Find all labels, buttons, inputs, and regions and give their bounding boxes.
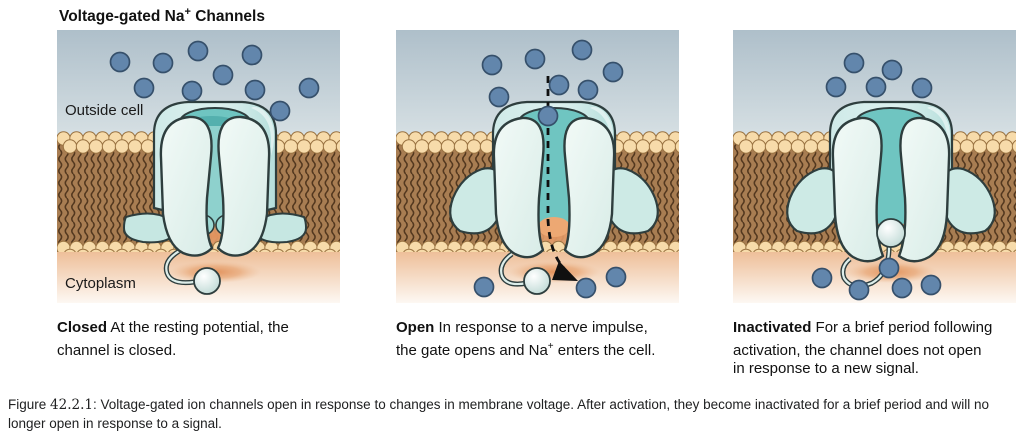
gate-lobe-left: [492, 116, 545, 259]
na-ion: [181, 80, 203, 102]
na-ion: [920, 274, 942, 296]
sodium-ions: [811, 52, 942, 301]
na-ion: [881, 59, 903, 81]
superscript-plus: +: [547, 340, 554, 352]
ion-flow-arrow: [546, 76, 578, 281]
gate-lobe-right: [216, 115, 271, 257]
figure-caption: Figure 42.2.1: Voltage-gated ion channel…: [8, 397, 990, 431]
caption-open: Open In response to a nerve impulse,the …: [396, 319, 656, 359]
na-ion: [241, 44, 263, 66]
na-ion: [843, 52, 865, 74]
na-ion: [575, 277, 597, 299]
open-channel-illustration: [396, 30, 679, 303]
inactivation-ball: [523, 267, 551, 295]
gate-lobe-right: [563, 116, 616, 259]
arrowhead: [552, 261, 578, 281]
na-ion: [473, 276, 495, 298]
na-ion: [152, 52, 174, 74]
inactivation-ball: [193, 267, 221, 295]
na-ion: [244, 79, 266, 101]
superscript-plus: +: [184, 6, 191, 18]
inactivation-ball-plugged: [876, 218, 906, 248]
na-ion: [605, 266, 627, 288]
figure-number: 42.2.1: [50, 397, 93, 413]
na-ion: [187, 40, 209, 62]
chain-tether: [165, 249, 195, 284]
na-ion: [548, 74, 570, 96]
dome-highlight: [251, 106, 275, 156]
gate-lobe-left: [159, 115, 214, 257]
na-ion: [133, 77, 155, 99]
outside-cell-label: Outside cell: [65, 102, 144, 119]
channel-protein-inactivated: [786, 100, 996, 289]
panel-inactivated: [733, 30, 1016, 303]
na-ion: [537, 105, 559, 127]
na-ion: [602, 61, 624, 83]
na-ion: [212, 64, 234, 86]
inactivated-channel-illustration: [733, 30, 1016, 303]
na-ion: [524, 48, 546, 70]
na-ion: [825, 76, 847, 98]
gate-lobe-left: [831, 116, 885, 263]
caption-inactivated-label: Inactivated: [733, 319, 812, 336]
na-ion: [865, 76, 887, 98]
sodium-ions: [473, 39, 627, 299]
na-ion: [269, 100, 291, 122]
panel-open: [396, 30, 679, 303]
na-ion: [298, 77, 320, 99]
na-ion: [571, 39, 593, 61]
caption-closed-label: Closed: [57, 319, 108, 336]
na-ion: [848, 279, 870, 301]
na-ion: [811, 267, 833, 289]
dome-highlight: [590, 106, 614, 156]
na-ion: [878, 257, 900, 279]
pore-exit-opening: [538, 217, 570, 237]
cytoplasm-label: Cytoplasm: [65, 275, 136, 292]
figure-title: Voltage-gated Na+ Channels: [59, 6, 265, 26]
na-ion: [481, 54, 503, 76]
channel-protein-closed: [123, 100, 307, 295]
gate-lobe-right: [897, 116, 951, 263]
caption-open-label: Open: [396, 319, 435, 336]
na-ion: [488, 86, 510, 108]
na-ion: [577, 79, 599, 101]
na-ion: [109, 51, 131, 73]
sodium-ions: [109, 40, 320, 122]
panel-closed: Outside cell Cytoplasm: [57, 30, 340, 303]
dashed-flow-line: [546, 76, 566, 269]
caption-inactivated: Inactivated For a brief period following…: [733, 319, 993, 377]
dome-highlight: [927, 106, 951, 156]
closed-channel-illustration: [57, 30, 340, 303]
chain-tether: [500, 253, 528, 286]
na-ion: [891, 277, 913, 299]
na-ion: [911, 77, 933, 99]
